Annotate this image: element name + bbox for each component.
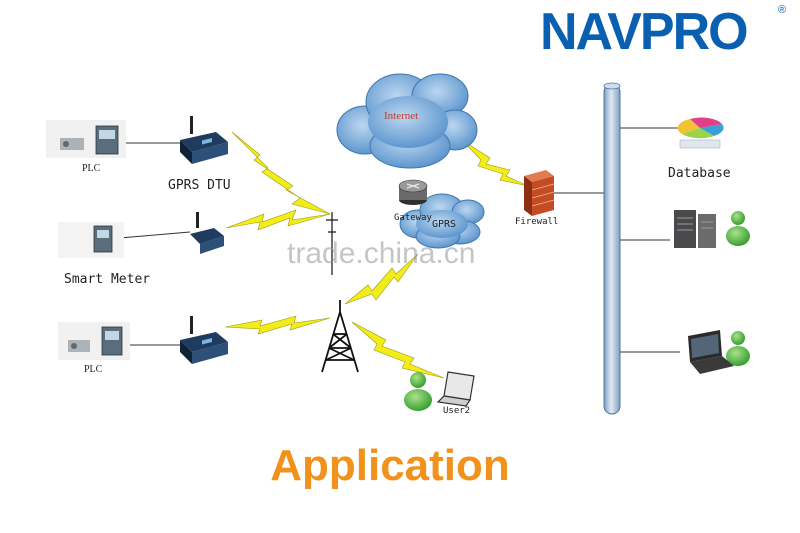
registered-mark: ® (778, 4, 787, 16)
lightning-tower-user (351, 321, 445, 379)
wireless-links (224, 131, 529, 379)
lightning-dtu-top (231, 131, 331, 215)
gateway-router-icon (398, 179, 428, 205)
database-label: Database (668, 166, 731, 181)
antenna-icon (326, 212, 338, 275)
laptop-icon (688, 330, 734, 374)
watermark: trade.china.cn (287, 237, 476, 270)
internet-cloud-icon (336, 73, 478, 169)
gprs-dtu-icon (190, 212, 224, 254)
gprs-dtu-label: GPRS DTU (168, 178, 231, 193)
network-bus-icon (603, 82, 621, 415)
lightning-tower-gprs (344, 253, 419, 305)
smart-meter-icon (58, 222, 124, 258)
firewall-label: Firewall (515, 217, 559, 227)
server-icon (674, 210, 716, 248)
tower-icon (321, 300, 359, 373)
smart-meter-label: Smart Meter (64, 272, 151, 287)
plc-bottom-label: PLC (84, 364, 103, 375)
gprs-label: GPRS (432, 219, 457, 230)
laptop-icon (436, 371, 475, 407)
user-icon (404, 372, 432, 411)
database-pie-icon (677, 117, 724, 149)
firewall-icon (524, 170, 555, 216)
page-title: Application (270, 441, 510, 490)
gprs-cloud-icon (399, 193, 485, 249)
brand-name: NAVPRO (540, 3, 749, 61)
lightning-dtu-bottom (224, 315, 331, 335)
plc-top-label: PLC (82, 163, 101, 174)
plc-icon (46, 120, 126, 158)
lightning-dtu-middle (225, 209, 331, 231)
user2-label: User2 (443, 406, 471, 416)
internet-label: Internet (384, 110, 419, 122)
lightning-internet-firewall (461, 139, 529, 187)
user-icon (726, 211, 750, 246)
line-meter-dtu (119, 231, 191, 239)
gateway-label: Gateway (394, 213, 432, 223)
gprs-dtu-icon (180, 116, 228, 164)
plc-icon (58, 322, 130, 360)
user-icon (726, 331, 750, 366)
gprs-dtu-icon (180, 316, 228, 364)
